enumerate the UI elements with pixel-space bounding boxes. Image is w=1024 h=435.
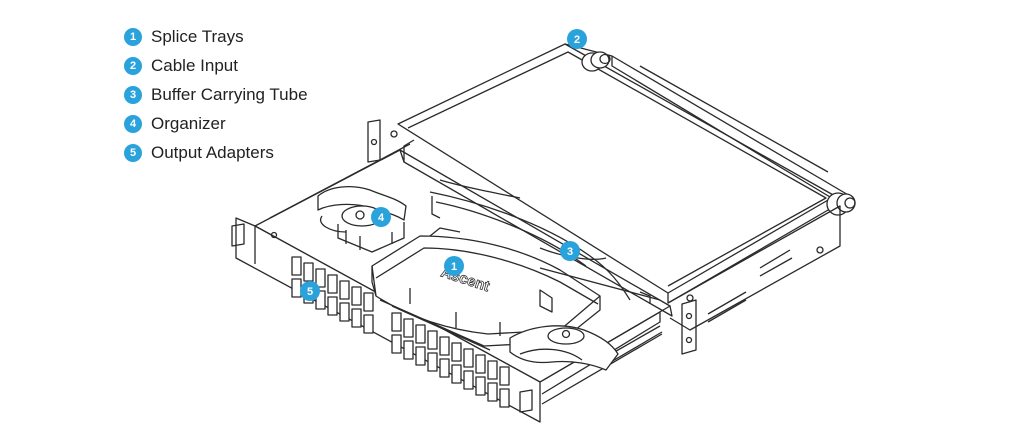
legend: 1 Splice Trays 2 Cable Input 3 Buffer Ca…: [124, 22, 308, 167]
front-right-ear: [519, 389, 533, 413]
legend-badge: 3: [124, 85, 142, 104]
callout-2-label: 2: [574, 34, 580, 46]
callout-1: 1: [444, 256, 464, 276]
enclosure-top-inner: [407, 51, 827, 287]
legend-label: Output Adapters: [151, 142, 274, 162]
legend-label: Cable Input: [151, 55, 238, 75]
splice-tray-stack: [371, 227, 601, 351]
cable-input-gland: [581, 51, 856, 216]
legend-badge: 4: [124, 114, 142, 133]
callout-1-label: 1: [451, 261, 457, 273]
lower-spool: [509, 325, 619, 371]
legend-badge: 1: [124, 27, 142, 46]
drawer-back-wall: [399, 149, 673, 317]
right-mounting-ear: [681, 299, 697, 355]
legend-item-buffer-tube: 3 Buffer Carrying Tube: [124, 80, 308, 109]
legend-label: Buffer Carrying Tube: [151, 84, 308, 104]
legend-item-organizer: 4 Organizer: [124, 109, 308, 138]
side-rail: [667, 205, 841, 331]
legend-item-splice-trays: 1 Splice Trays: [124, 22, 308, 51]
front-left-ear: [231, 223, 245, 247]
callout-3: 3: [560, 241, 580, 261]
callout-3-label: 3: [567, 246, 573, 258]
callout-5-label: 5: [307, 286, 313, 298]
legend-badge: 5: [124, 143, 142, 162]
legend-label: Organizer: [151, 113, 226, 133]
rear-mounting-ear: [367, 119, 381, 163]
legend-item-cable-input: 2 Cable Input: [124, 51, 308, 80]
callout-4: 4: [371, 207, 391, 227]
callout-5: 5: [300, 281, 320, 301]
legend-label: Splice Trays: [151, 26, 244, 46]
organizer-spool: [317, 185, 407, 253]
legend-item-output-adapters: 5 Output Adapters: [124, 138, 308, 167]
output-adapter-group-right: [391, 312, 510, 408]
legend-badge: 2: [124, 56, 142, 75]
callout-2: 2: [567, 29, 587, 49]
callout-4-label: 4: [378, 212, 385, 224]
